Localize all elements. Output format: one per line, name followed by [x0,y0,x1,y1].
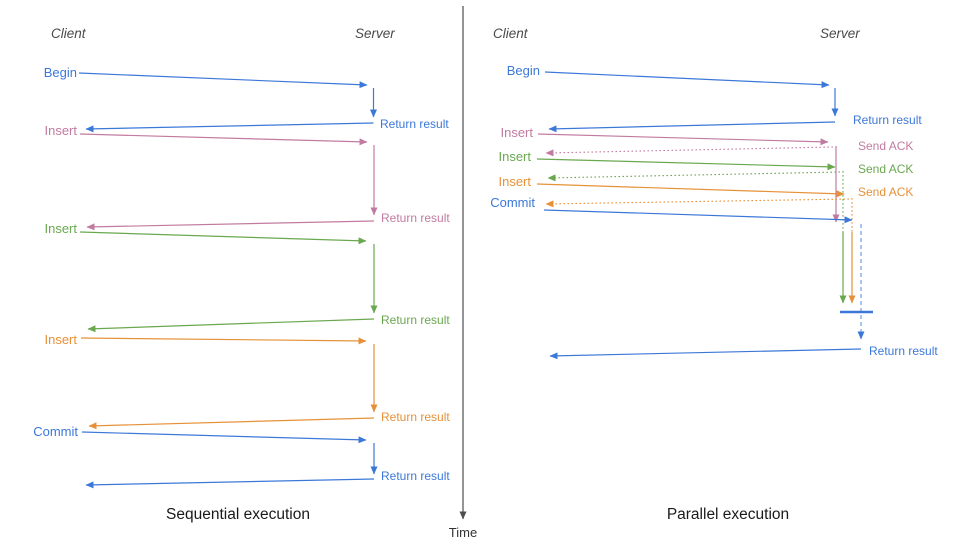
seq-begin-request-line [78,72,368,89]
client-header: Client [51,26,87,41]
seq-begin-label: Begin [44,65,77,80]
par-insert1-label: Insert [500,125,533,140]
parallel-panel: Client Server Begin Return result Insert… [490,26,938,523]
seq-commit-response-line [85,478,375,489]
par-insert3-request-line [536,183,845,198]
par-insert3-ack-label: Send ACK [858,185,913,199]
seq-commit-request-line [81,431,367,444]
par-begin-label: Begin [507,63,540,78]
server-header: Server [355,26,395,41]
seq-commit-response-label: Return result [381,469,450,483]
seq-begin-response-label: Return result [380,117,449,131]
par-begin-request-line [544,71,830,89]
par-commit-label: Commit [490,195,535,210]
seq-insert2-response-label: Return result [381,313,450,327]
time-axis-label: Time [449,525,477,540]
seq-insert3-request-line [80,337,367,345]
par-insert2-ack-line [547,171,841,182]
seq-commit-label: Commit [33,424,78,439]
par-insert1-request-line [537,133,829,146]
par-commit-response-label: Return result [869,344,938,358]
sequential-panel: Client Server Begin Return result Insert… [33,26,450,523]
par-insert2-ack-label: Send ACK [858,162,913,176]
server-header: Server [820,26,860,41]
par-insert2-label: Insert [498,149,531,164]
seq-insert3-label: Insert [44,332,77,347]
par-begin-response-line [548,121,836,133]
seq-insert3-response-line [88,417,375,430]
client-header: Client [493,26,529,41]
sequential-caption: Sequential execution [166,506,310,523]
seq-insert1-request-line [79,133,368,146]
par-commit-response-line [549,348,862,360]
seq-insert3-response-label: Return result [381,410,450,424]
seq-insert1-label: Insert [44,123,77,138]
seq-insert2-label: Insert [44,221,77,236]
parallel-caption: Parallel execution [667,506,789,523]
par-begin-response-label: Return result [853,113,922,127]
seq-insert2-response-line [87,318,375,333]
par-insert3-label: Insert [498,174,531,189]
par-insert3-ack-line [545,198,850,208]
par-commit-request-line [543,209,853,224]
seq-begin-response-line [85,122,374,133]
par-insert2-request-line [536,158,836,171]
seq-insert1-response-label: Return result [381,211,450,225]
seq-insert2-request-line [79,231,367,245]
par-insert1-ack-label: Send ACK [858,139,913,153]
par-insert1-ack-line [545,146,834,157]
time-axis: Time [449,6,477,540]
seq-insert1-response-line [86,220,375,231]
